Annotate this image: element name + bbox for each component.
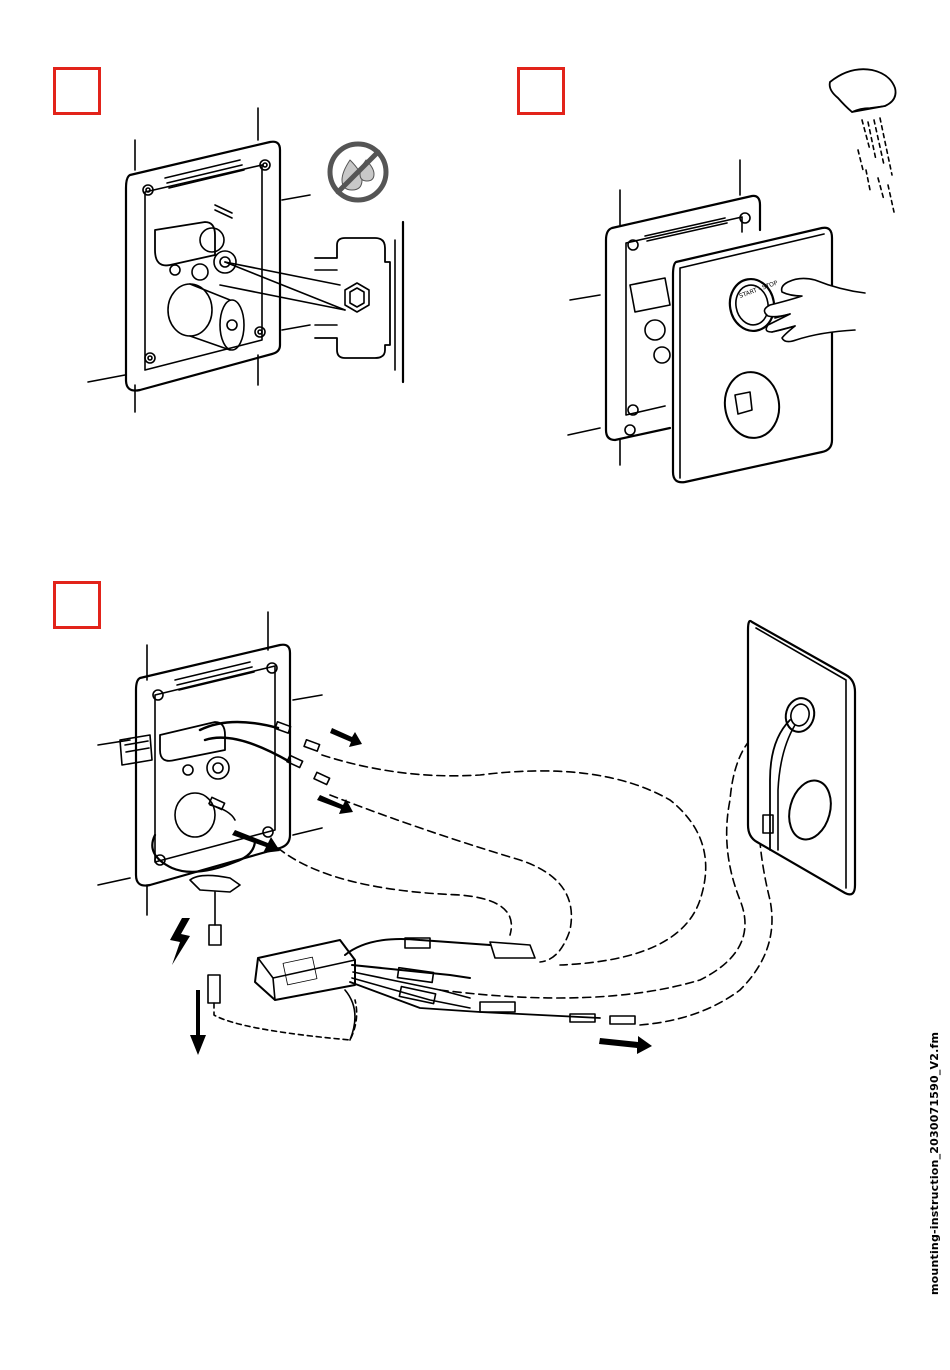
arrow-icon [190, 728, 652, 1055]
no-water-icon [328, 142, 388, 202]
document-filename: mounting-instruction_2030071590_V2.fm [928, 1032, 941, 1295]
step-1-illustration [88, 108, 403, 412]
step-2-illustration: START - STOP [568, 69, 896, 482]
step-3-illustration [98, 612, 855, 1055]
lightning-icon [170, 918, 190, 965]
shower-head-icon [830, 69, 896, 212]
